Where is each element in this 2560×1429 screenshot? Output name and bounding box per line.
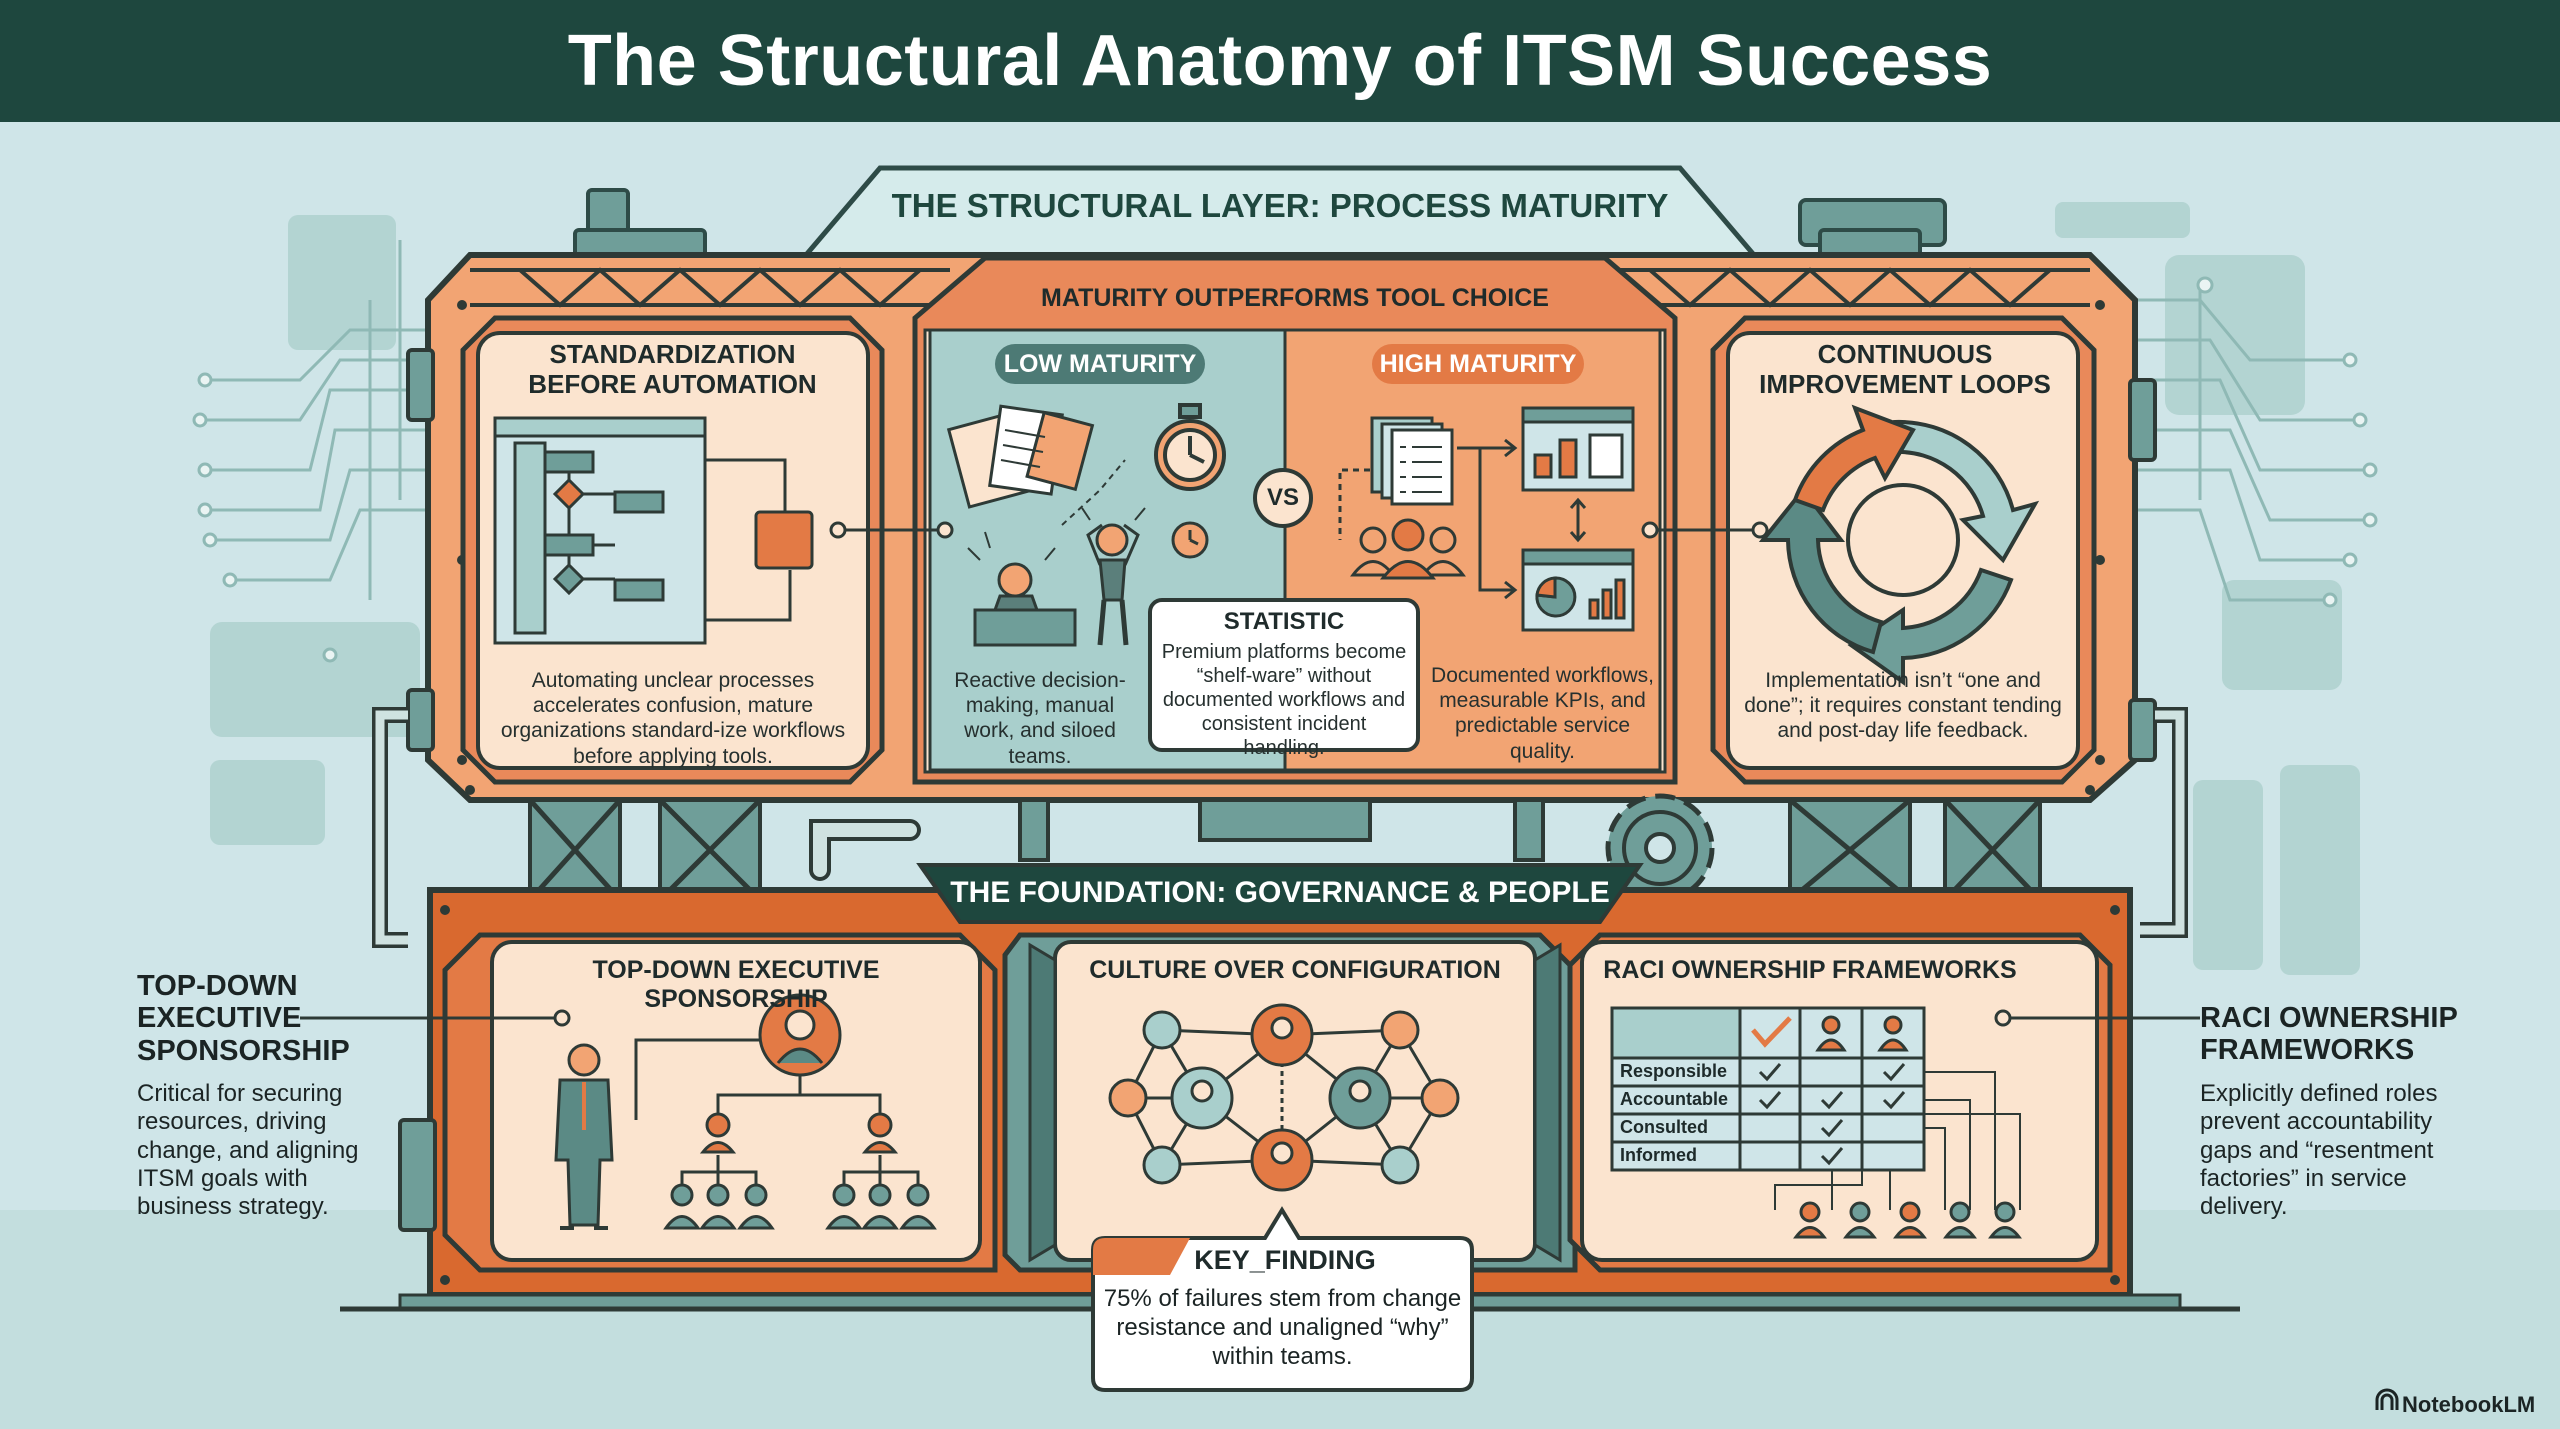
checklist-icon [1370, 416, 1454, 506]
stopwatch-icon [1154, 403, 1226, 491]
left-note-title: TOP-DOWN EXECUTIVE SPONSORSHIP [137, 970, 350, 1067]
low-maturity-label: LOW MATURITY [995, 344, 1205, 384]
small-alarm-icon [1171, 521, 1209, 559]
circuit-traces-right [2120, 285, 2370, 602]
structural-layer-title: THE STRUCTURAL LAYER: PROCESS MATURITY [891, 187, 1669, 224]
raci-row-accountable: Accountable [1620, 1089, 1729, 1109]
high-maturity-label: HIGH MATURITY [1372, 344, 1584, 384]
circuit-traces-left [200, 240, 430, 600]
stressed-worker-icon [967, 507, 1146, 647]
flow-arrows [1338, 438, 1587, 600]
continuous-description: Implementation isn’t “one and done”; it … [1744, 669, 2062, 743]
right-note-title: RACI OWNERSHIP FRAMEWORKS [2200, 1002, 2458, 1067]
background-blocks-left [210, 215, 420, 845]
foundation-title: THE FOUNDATION: GOVERNANCE & PEOPLE [950, 876, 1610, 909]
flowchart-icon [493, 416, 814, 645]
maturity-title: MATURITY OUTPERFORMS TOOL CHOICE [1041, 284, 1549, 312]
foundation-header-plate [916, 863, 1644, 924]
raci-matrix-icon [1610, 1006, 2022, 1239]
people-network-icon [1108, 1003, 1460, 1192]
raci-title: RACI OWNERSHIP FRAMEWORKS [1603, 956, 2017, 984]
standardization-description: Automating unclear processes accelerates… [500, 669, 846, 768]
cycle-arrows-icon [1758, 404, 2040, 686]
vs-badge [1253, 468, 1313, 528]
culture-title: CULTURE OVER CONFIGURATION [1089, 956, 1501, 984]
brand-label: NotebookLM [2402, 1392, 2536, 1417]
key-finding-title: KEY_FINDING [1194, 1245, 1376, 1275]
sponsorship-title: TOP-DOWN EXECUTIVE SPONSORSHIP [592, 956, 880, 1013]
vs-label: VS [1266, 484, 1299, 511]
standardization-title: STANDARDIZATION BEFORE AUTOMATION [528, 339, 817, 399]
notebook-icon [2375, 1388, 2399, 1410]
raci-row-responsible: Responsible [1620, 1061, 1728, 1081]
statistic-title: STATISTIC [1223, 608, 1345, 635]
dashboard-icon [1521, 406, 1635, 632]
pillar-braces [528, 798, 2042, 902]
raci-row-informed: Informed [1620, 1145, 1698, 1165]
team-icon [1350, 518, 1466, 580]
key-finding-text: 75% of failures stem from change resista… [1103, 1285, 1462, 1370]
raci-row-consulted: Consulted [1620, 1117, 1708, 1137]
page-title: The Structural Anatomy of ITSM Success [0, 0, 2560, 122]
documents-icon [946, 404, 1095, 509]
left-note-text: Critical for securing resources, driving… [137, 1080, 359, 1221]
statistic-text: Premium platforms become “shelf-ware” wi… [1161, 641, 1407, 759]
right-note-text: Explicitly defined roles prevent account… [2200, 1080, 2438, 1221]
statistic-box [1148, 598, 1420, 752]
org-chart-icon [634, 993, 937, 1230]
circuit-nodes-right [2196, 276, 2378, 608]
high-maturity-description: Documented workflows, measurable KPIs, a… [1431, 664, 1654, 763]
low-maturity-description: Reactive decision-making, manual work, a… [954, 669, 1126, 768]
executive-icon [554, 1043, 614, 1230]
continuous-title: CONTINUOUS IMPROVEMENT LOOPS [1759, 339, 2051, 399]
circuit-nodes-left [192, 372, 338, 663]
